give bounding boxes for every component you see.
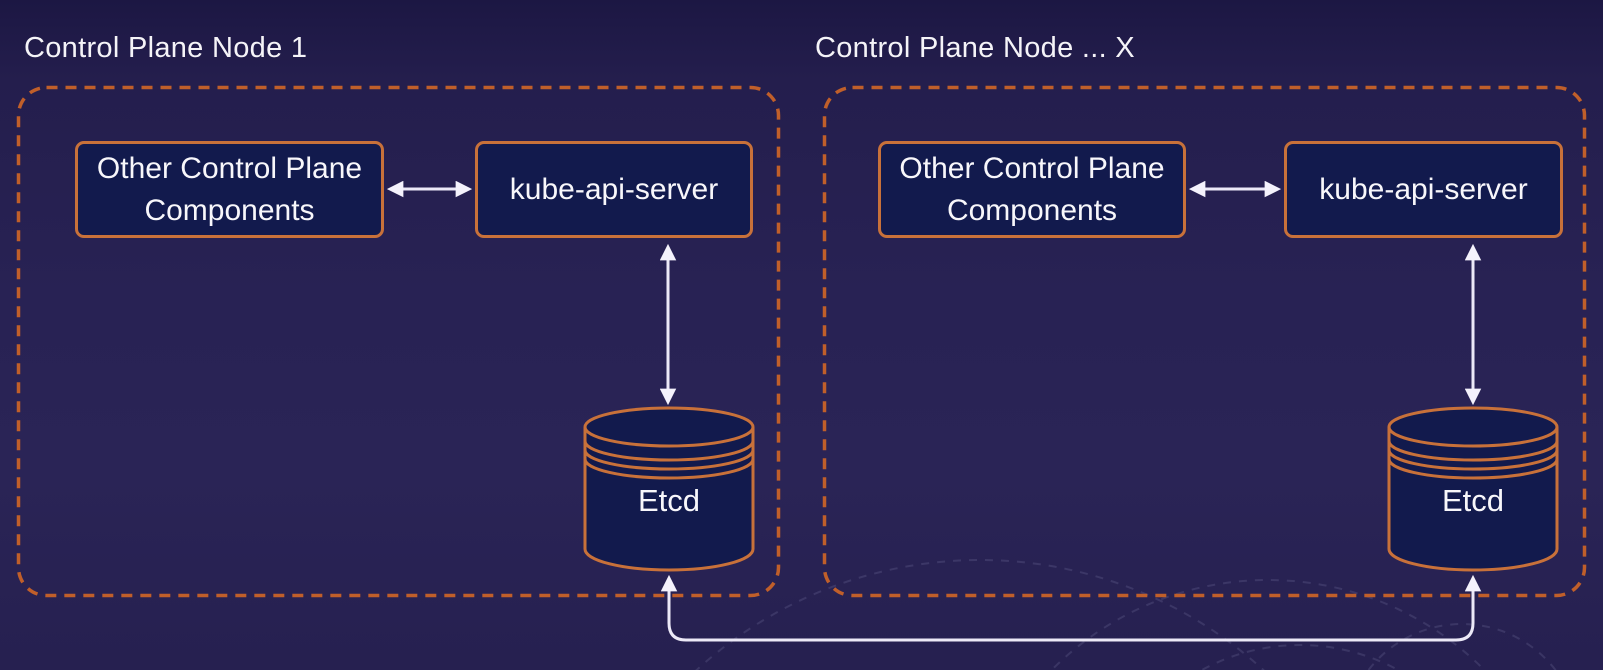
- node2-kube-api-server-box: kube-api-server: [1284, 141, 1563, 238]
- node2-etcd-cylinder: [1387, 406, 1559, 572]
- node1-boundary: [16, 85, 781, 598]
- node1-etcd-label: Etcd: [637, 483, 701, 518]
- node2-boundary: [822, 85, 1587, 598]
- node1-title: Control Plane Node 1: [24, 32, 308, 64]
- node2-kube-api-server-label: kube-api-server: [1319, 172, 1528, 206]
- node2-etcd-label: Etcd: [1441, 483, 1505, 518]
- node2-other-components-box: Other Control Plane Components: [878, 141, 1186, 238]
- node1-other-components-label: Other Control Plane Components: [96, 151, 363, 227]
- node1-kube-api-server-box: kube-api-server: [475, 141, 753, 238]
- background-decoration-arcs: [695, 559, 1557, 670]
- node2-other-components-label: Other Control Plane Components: [899, 151, 1165, 227]
- node1-other-components-box: Other Control Plane Components: [75, 141, 384, 238]
- node2-title: Control Plane Node ... X: [815, 32, 1135, 64]
- node1-kube-api-server-label: kube-api-server: [509, 172, 719, 206]
- node1-etcd-cylinder: [583, 406, 755, 572]
- etcd-to-etcd-replication-arrow: [660, 574, 1482, 642]
